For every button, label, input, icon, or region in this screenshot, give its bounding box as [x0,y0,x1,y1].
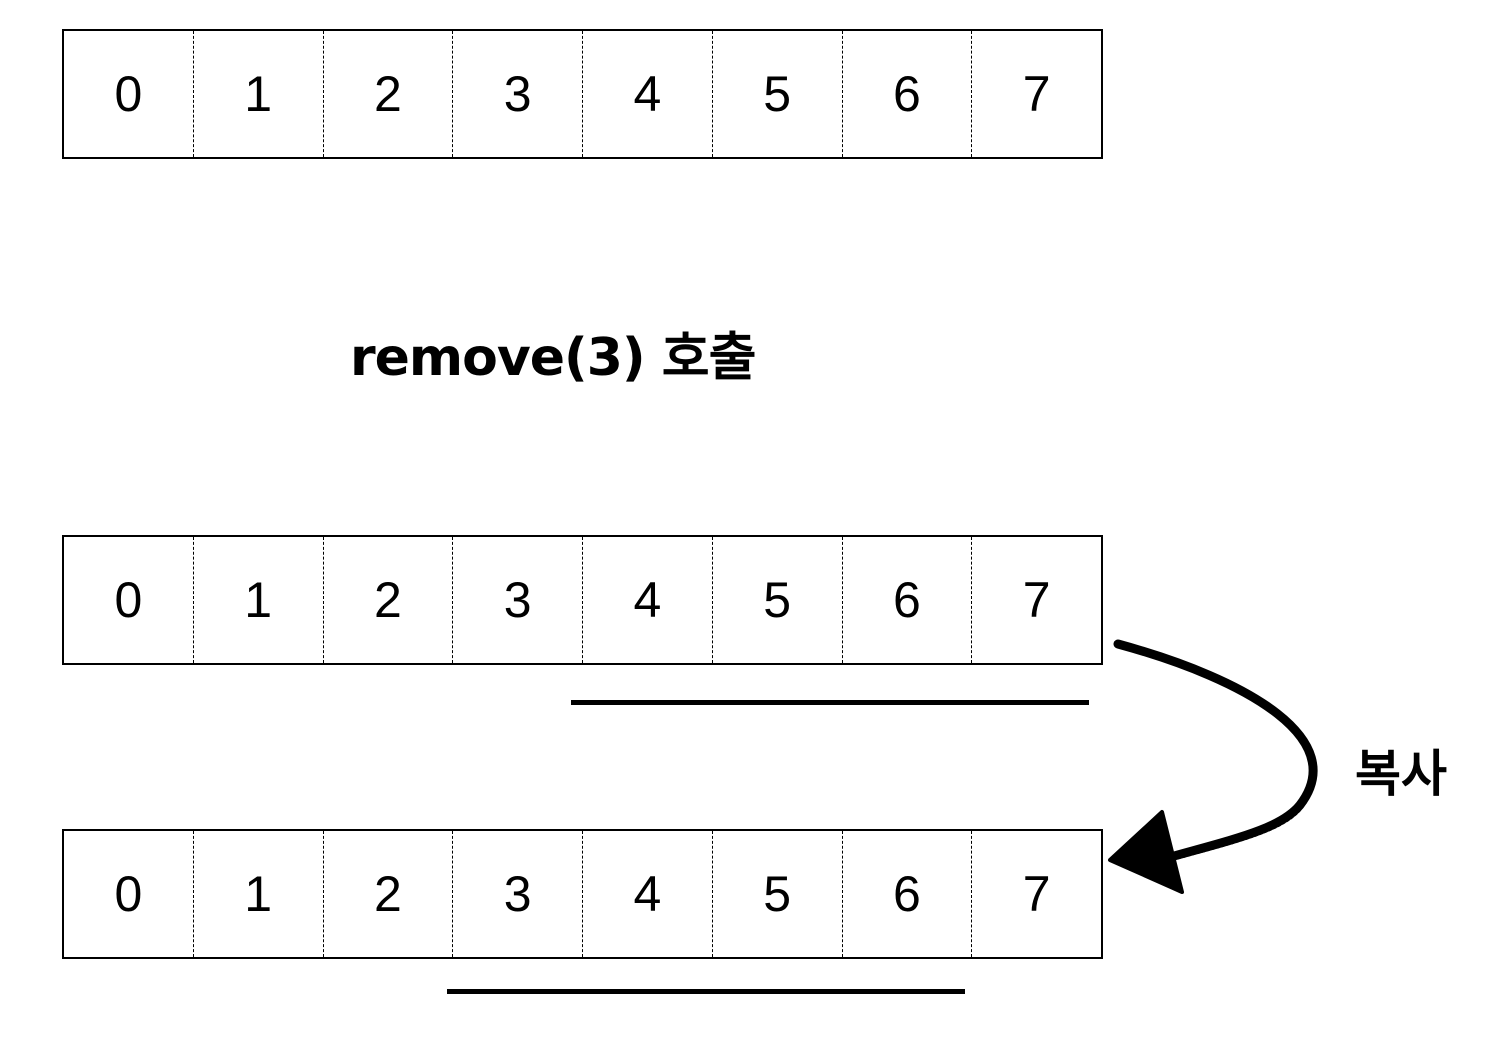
copy-label: 복사 [1355,745,1447,803]
source-range-underline [571,700,1089,705]
array-cell: 5 [713,831,843,957]
array-cell: 7 [1022,866,1051,922]
array-cell: 0 [64,31,194,157]
remove-call-caption: remove(3) 호출 [350,328,756,388]
array-cell: 1 [194,831,324,957]
array-cell: 6 [843,537,973,663]
array-cell: 2 [324,831,454,957]
array-cell: 2 [324,537,454,663]
array-cell: 1 [194,537,324,663]
array-destination: 0 1 2 3 4 5 6 7 [62,829,1103,959]
array-cell: 6 [843,31,973,157]
array-cell: 5 [713,537,843,663]
array-cell: 4 [583,537,713,663]
array-cell: 5 [713,31,843,157]
array-cell: 7 [1022,66,1051,122]
array-cell: 3 [453,31,583,157]
array-cell: 4 [583,831,713,957]
array-cell: 3 [453,831,583,957]
array-cell: 1 [194,31,324,157]
array-cell: 0 [64,831,194,957]
array-cell: 2 [324,31,454,157]
array-cell: 6 [843,831,973,957]
array-cell: 7 [1022,572,1051,628]
array-before: 0 1 2 3 4 5 6 7 [62,29,1103,159]
array-cell: 0 [64,537,194,663]
array-cell: 3 [453,537,583,663]
array-source: 0 1 2 3 4 5 6 7 [62,535,1103,665]
array-cell: 4 [583,31,713,157]
copy-arrow-icon [1108,639,1318,894]
destination-range-underline [447,989,965,994]
